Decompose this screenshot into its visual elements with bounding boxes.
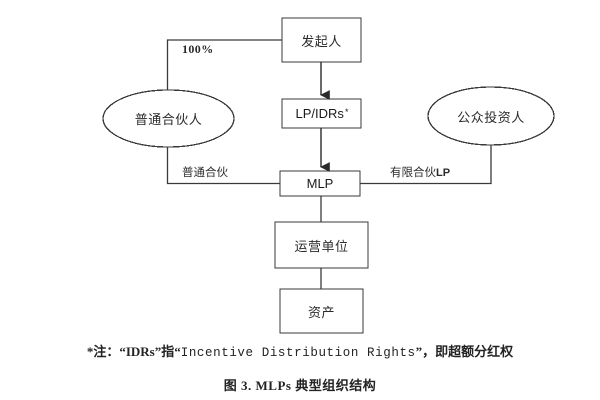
edge-label-limited-partnership-abbr: LP [436, 167, 451, 179]
node-operating-entity-label: 运营单位 [294, 238, 349, 254]
node-lp-idrs-text: LP/IDRs [295, 106, 344, 121]
node-sponsor-label: 发起人 [301, 33, 342, 49]
edge-label-limited-partnership: 有限合伙LP [390, 164, 450, 180]
edge-public-investor-to-mlp [360, 145, 492, 185]
node-mlp-box [279, 170, 361, 197]
node-lp-idrs-superscript: * [344, 106, 349, 117]
footnote-term: Incentive Distribution Rights [180, 346, 416, 360]
edge-label-general-partnership: 普通合伙 [182, 167, 228, 179]
footnote-suffix: ”，即超额分红权 [415, 344, 514, 359]
node-sponsor-box [281, 17, 362, 63]
edge-label-limited-partnership-cn: 有限合伙 [390, 167, 436, 179]
node-assets-box [279, 288, 364, 334]
caption-figure-number: 图 3. [223, 378, 252, 393]
footnote-prefix: *注：“IDRs”指“ [86, 344, 181, 359]
node-mlp-label: MLP [306, 176, 334, 191]
node-general-partner-ellipse [102, 89, 235, 148]
node-public-investor-label: 公众投资人 [457, 109, 525, 125]
node-lp-idrs-label: LP/IDRs* [282, 99, 361, 128]
figure-caption: 图 3. MLPs 典型组织结构 [0, 375, 600, 394]
edge-label-ownership-percentage: 100% [182, 42, 214, 56]
node-operating-entity-box [274, 221, 369, 269]
edge-general-partner-to-mlp [166, 147, 280, 185]
node-lp-idrs-box [281, 98, 362, 129]
node-assets-label: 资产 [307, 304, 335, 320]
caption-title: 典型组织结构 [295, 378, 377, 393]
figure-footnote: *注：“IDRs”指“Incentive Distribution Rights… [0, 341, 600, 360]
edge-sponsor-to-general-partner [166, 39, 282, 91]
node-general-partner-label: 普通合伙人 [134, 112, 203, 127]
caption-latin-term: MLPs [255, 378, 292, 393]
